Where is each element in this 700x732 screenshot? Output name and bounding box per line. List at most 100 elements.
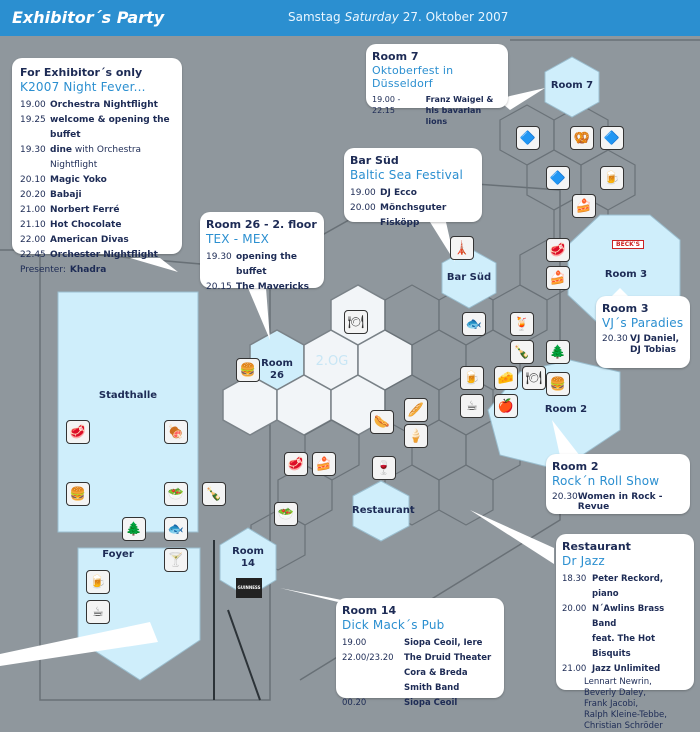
schedule-time: 20.10	[20, 175, 46, 185]
schedule-text: Siopa Ceoil	[404, 696, 457, 711]
pretzel-icon[interactable]: 🥨	[570, 126, 594, 150]
schedule-row: 20.00 N´Awlins Brass Band	[562, 602, 688, 632]
schedule-text: Jazz Unlimited	[592, 662, 660, 677]
schedule-row: 19.30 dine with Orchestra Nightflight	[20, 143, 174, 173]
schedule-act: Siopa Ceoil	[404, 698, 458, 708]
schedule-text: N´Awlins Brass Band	[592, 602, 688, 632]
schedule-text: Mönchsguter Fisköpp	[380, 201, 476, 231]
steak-icon[interactable]: 🥩	[66, 420, 90, 444]
room2-text: Women in Rock - Revue	[577, 492, 663, 512]
cake-icon[interactable]: 🍰	[546, 266, 570, 290]
bavarian-flag-icon[interactable]: 🔷	[516, 126, 540, 150]
fish-icon[interactable]: 🐟	[164, 517, 188, 541]
restaurant-hex[interactable]	[352, 480, 410, 542]
schedule-act: N´Awlins Brass Band	[592, 604, 665, 629]
beer-icon[interactable]: 🍺	[600, 166, 624, 190]
room14-card-title: Room 14	[342, 604, 397, 617]
room7-pointer	[498, 88, 545, 110]
tree-icon[interactable]: 🌲	[546, 340, 570, 364]
beer-icon[interactable]: 🍺	[86, 570, 110, 594]
plate-icon[interactable]: 🍽	[522, 366, 546, 390]
restaurant-pointer	[470, 510, 554, 564]
cake-icon[interactable]: 🍰	[572, 194, 596, 218]
lighthouse-icon[interactable]: 🗼	[450, 236, 474, 260]
wine-bottles-icon[interactable]: 🍾	[510, 340, 534, 364]
schedule-act: Mönchsguter Fisköpp	[380, 203, 447, 228]
date-prefix: Samstag	[288, 10, 341, 24]
schedule-act: opening the buffet	[236, 252, 298, 277]
wine-bottles-icon[interactable]: 🍾	[202, 482, 226, 506]
schedule-text: Orchestra Nightflight	[50, 98, 158, 113]
cocktail-icon[interactable]: 🍸	[164, 548, 188, 572]
schedule-text: The Druid Theater	[404, 651, 491, 666]
tree-icon[interactable]: 🌲	[122, 517, 146, 541]
plate-icon[interactable]: 🍽	[344, 310, 368, 334]
salad-icon[interactable]: 🥗	[164, 482, 188, 506]
schedule-text: Orchester Nightflight	[50, 248, 158, 263]
bavarian-flag-icon[interactable]: 🔷	[600, 126, 624, 150]
schedule-act: American Divas	[50, 235, 129, 245]
bavarian-flag-icon[interactable]: 🔷	[546, 166, 570, 190]
apple-icon[interactable]: 🍎	[494, 394, 518, 418]
cake-icon[interactable]: 🍰	[312, 452, 336, 476]
icecream-icon[interactable]: 🍦	[404, 424, 428, 448]
coffee-icon[interactable]: ☕	[86, 600, 110, 624]
foyer-pointer	[0, 622, 158, 666]
hotdog-icon[interactable]: 🌭	[370, 410, 394, 434]
beer-icon[interactable]: 🍺	[460, 366, 484, 390]
steak-icon[interactable]: 🥩	[284, 452, 308, 476]
room2-area[interactable]	[487, 359, 621, 471]
salad-icon[interactable]: 🥗	[274, 502, 298, 526]
schedule-text: Magic Yoko	[50, 173, 107, 188]
room3-card-subtitle: VJ´s Paradies	[602, 316, 684, 330]
room2-pointer	[552, 420, 580, 456]
steak-icon[interactable]: 🥩	[546, 238, 570, 262]
schedule-time: 20.20	[20, 190, 46, 200]
room3-schedule: 20.30 VJ Daniel, DJ Tobias	[602, 334, 684, 356]
schedule-time: 19.30	[20, 145, 46, 155]
schedule-row: feat. The Hot Bisquits	[562, 632, 688, 662]
bread-icon[interactable]: 🥖	[404, 398, 428, 422]
schedule-text: feat. The Hot Bisquits	[592, 632, 688, 662]
schedule-text: Babaji	[50, 188, 82, 203]
cheese-icon[interactable]: 🧀	[494, 366, 518, 390]
burger-icon[interactable]: 🍔	[546, 372, 570, 396]
schedule-time: 19.00	[350, 188, 376, 198]
burger-icon[interactable]: 🍔	[236, 358, 260, 382]
date-day: Saturday	[344, 10, 399, 24]
schedule-text: dine with Orchestra Nightflight	[50, 143, 174, 173]
room2-card: Room 2 Rock´n Roll Show 20.30 Women in R…	[546, 454, 690, 514]
room3-line1: VJ Daniel,	[630, 334, 680, 344]
coffee-icon[interactable]: ☕	[460, 394, 484, 418]
schedule-time: 20.00	[562, 604, 587, 614]
floor2-label: 2.OG	[315, 354, 349, 369]
burger-icon[interactable]: 🍔	[66, 482, 90, 506]
room7-hex[interactable]	[544, 56, 600, 118]
schedule-time: 21.10	[20, 220, 46, 230]
grill-icon[interactable]: 🍖	[164, 420, 188, 444]
schedule-text: The Mavericks	[236, 280, 309, 295]
barsued-pointer	[430, 222, 455, 262]
schedule-time: 19.25	[20, 115, 46, 125]
room14-hex[interactable]	[219, 527, 277, 598]
schedule-act: Cora & Breda Smith Band	[404, 668, 468, 693]
schedule-text: Norbert Ferré	[50, 203, 119, 218]
room14-card-subtitle: Dick Mack´s Pub	[342, 618, 445, 632]
room7-schedule: 19.00 - 22.15 Franz Waigel & his bavaria…	[372, 94, 502, 127]
room7-line1: Franz Waigel &	[425, 95, 494, 104]
cocktail-icon[interactable]: 🍹	[510, 312, 534, 336]
jazz-unlimited-members: Lennart Newrin,Beverly Daley,Frank Jacob…	[562, 677, 688, 732]
wine-bottles-icon[interactable]: 🍷	[372, 456, 396, 480]
fish-icon[interactable]: 🐟	[462, 312, 486, 336]
